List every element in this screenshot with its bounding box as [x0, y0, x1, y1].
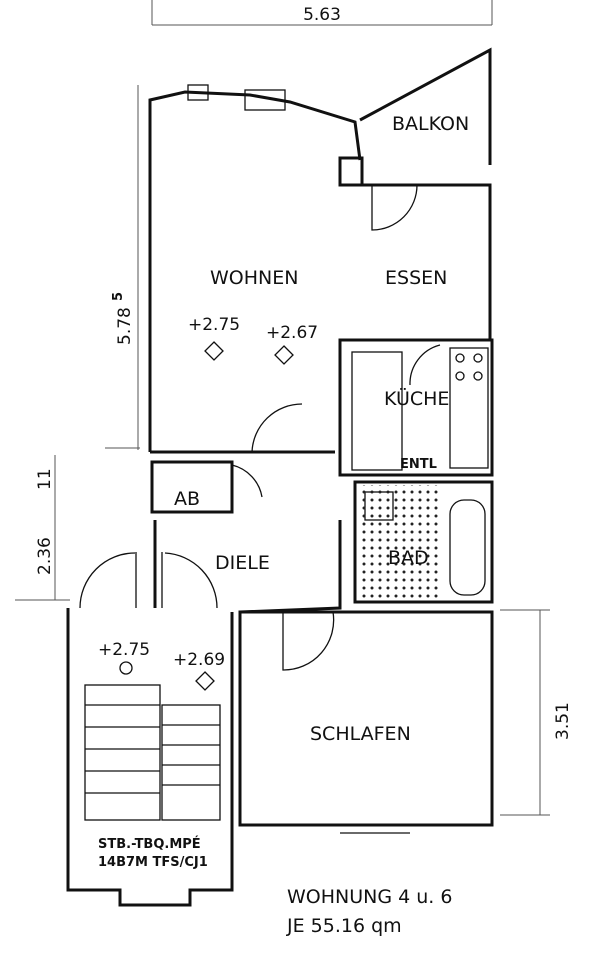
dim-top-width: 5.63	[303, 5, 341, 25]
room-wohnen: WOHNEN	[210, 267, 298, 289]
dim-living-depth: 5.78	[115, 307, 135, 345]
dimension-lines	[15, 0, 550, 816]
room-diele: DIELE	[215, 552, 270, 574]
room-entl: ENTL	[400, 457, 437, 472]
room-kueche: KÜCHE	[384, 387, 449, 410]
room-essen: ESSEN	[385, 267, 447, 289]
bath-floor-pattern	[358, 485, 440, 599]
dim-bedroom-depth: 3.51	[553, 702, 573, 740]
level-stair-2: +2.69	[173, 650, 225, 670]
dim-wall-offset: 11	[35, 468, 55, 490]
stair-text-line1: STB.-TBQ.MPÉ	[98, 836, 201, 852]
level-essen: +2.67	[266, 323, 318, 343]
caption-line2: JE 55.16 qm	[286, 915, 402, 937]
walls	[66, 47, 494, 907]
level-marker-icons	[119, 341, 294, 691]
room-schlafen: SCHLAFEN	[310, 723, 411, 745]
room-ab: AB	[174, 488, 200, 510]
stair-text-line2: 14B7M TFS/CJ1	[98, 855, 208, 870]
level-stair-1: +2.75	[98, 640, 150, 660]
stairs	[84, 684, 221, 821]
level-wohnen: +2.75	[188, 315, 240, 335]
caption-line1: WOHNUNG 4 u. 6	[287, 886, 452, 908]
doors	[79, 184, 441, 671]
room-balkon: BALKON	[392, 113, 469, 135]
dim-diele-depth: 2.36	[35, 537, 55, 575]
dim-living-depth-sup: 5	[111, 292, 126, 301]
room-bad: BAD	[388, 547, 429, 569]
